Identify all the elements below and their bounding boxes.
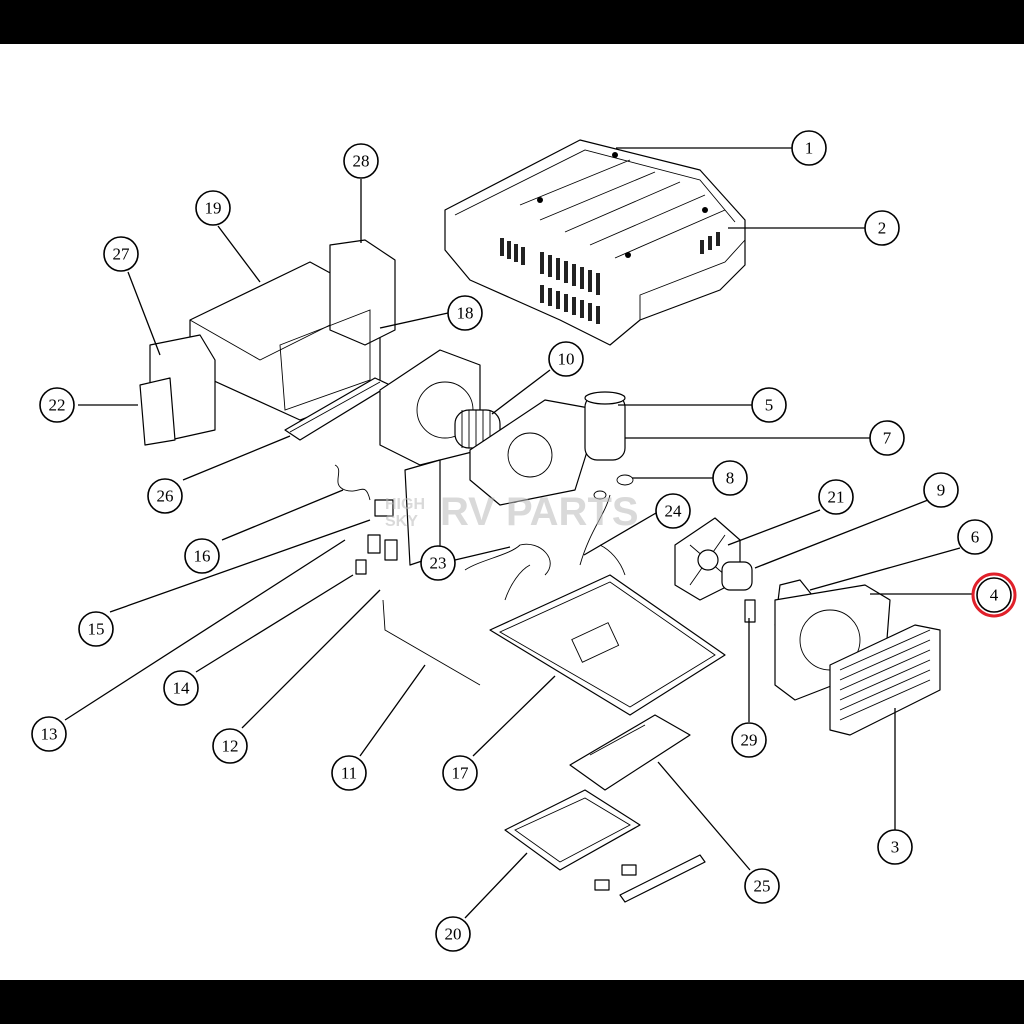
callout-17[interactable]: 17 <box>442 755 478 791</box>
callout-18[interactable]: 18 <box>447 295 483 331</box>
callout-18-label: 18 <box>457 304 474 323</box>
callout-8-label: 8 <box>726 469 735 488</box>
callout-25-label: 25 <box>754 877 771 896</box>
watermark-small-line2: SKY <box>385 513 418 530</box>
callout-27-label: 27 <box>113 245 131 264</box>
top-bar <box>0 0 1024 44</box>
tubing-parts <box>382 494 626 686</box>
callout-5[interactable]: 5 <box>751 387 787 423</box>
callout-16-label: 16 <box>194 547 211 566</box>
callout-4-highlight-ring <box>971 572 1017 618</box>
callout-16[interactable]: 16 <box>184 538 220 574</box>
callout-29[interactable]: 29 <box>731 722 767 758</box>
callout-24-label: 24 <box>665 502 683 521</box>
watermark: HIGH SKY RV PARTS <box>385 490 639 534</box>
callout-12[interactable]: 12 <box>212 728 248 764</box>
callout-5-label: 5 <box>765 396 774 415</box>
callout-8[interactable]: 8 <box>712 460 748 496</box>
base-pan-part <box>489 574 726 716</box>
callout-7[interactable]: 7 <box>869 420 905 456</box>
condenser-parts <box>774 584 941 736</box>
shroud-cover-part <box>444 139 746 346</box>
callout-9[interactable]: 9 <box>923 472 959 508</box>
watermark-large: RV PARTS <box>440 490 639 534</box>
callout-1[interactable]: 1 <box>791 130 827 166</box>
callout-17-label: 17 <box>452 764 470 783</box>
callout-28-label: 28 <box>353 152 370 171</box>
callout-19[interactable]: 19 <box>195 190 231 226</box>
callout-26-label: 26 <box>157 487 174 506</box>
callout-3[interactable]: 3 <box>877 829 913 865</box>
callout-21-label: 21 <box>828 488 845 507</box>
callout-14[interactable]: 14 <box>163 670 199 706</box>
callout-23-label: 23 <box>430 554 447 573</box>
callout-14-label: 14 <box>173 679 191 698</box>
bottom-bar <box>0 980 1024 1024</box>
callout-24[interactable]: 24 <box>655 493 691 529</box>
capacitor-parts <box>334 459 441 575</box>
callout-10-label: 10 <box>558 350 575 369</box>
callout-21[interactable]: 21 <box>818 479 854 515</box>
callout-28[interactable]: 28 <box>343 143 379 179</box>
callout-3-label: 3 <box>891 838 900 857</box>
callout-13[interactable]: 13 <box>31 716 67 752</box>
callout-20[interactable]: 20 <box>435 916 471 952</box>
ceiling-gasket-parts <box>504 714 706 903</box>
callout-19-label: 19 <box>205 199 222 218</box>
callout-25[interactable]: 25 <box>744 868 780 904</box>
callout-26[interactable]: 26 <box>147 478 183 514</box>
callout-29-label: 29 <box>741 731 758 750</box>
control-box-part <box>139 239 396 446</box>
callout-1-label: 1 <box>805 139 814 158</box>
callout-20-label: 20 <box>445 925 462 944</box>
callout-10[interactable]: 10 <box>548 341 584 377</box>
callout-11-label: 11 <box>341 764 357 783</box>
callout-6-label: 6 <box>971 528 980 547</box>
blower-assembly-part <box>379 349 601 506</box>
watermark-small-line1: HIGH <box>385 496 425 513</box>
leader-lines <box>64 147 973 919</box>
callout-27[interactable]: 27 <box>103 236 139 272</box>
callout-2-label: 2 <box>878 219 887 238</box>
callout-12-label: 12 <box>222 737 239 756</box>
callout-23[interactable]: 23 <box>420 545 456 581</box>
callout-15-label: 15 <box>88 620 105 639</box>
callout-9-label: 9 <box>937 481 946 500</box>
callout-11[interactable]: 11 <box>331 755 367 791</box>
callout-22-label: 22 <box>49 396 66 415</box>
callout-13-label: 13 <box>41 725 58 744</box>
callout-4-label: 4 <box>990 586 999 605</box>
callout-4[interactable]: 4 <box>971 572 1017 618</box>
callout-6[interactable]: 6 <box>957 519 993 555</box>
compressor-part <box>584 391 634 500</box>
callout-22[interactable]: 22 <box>39 387 75 423</box>
callout-2[interactable]: 2 <box>864 210 900 246</box>
callout-15[interactable]: 15 <box>78 611 114 647</box>
callout-7-label: 7 <box>883 429 892 448</box>
